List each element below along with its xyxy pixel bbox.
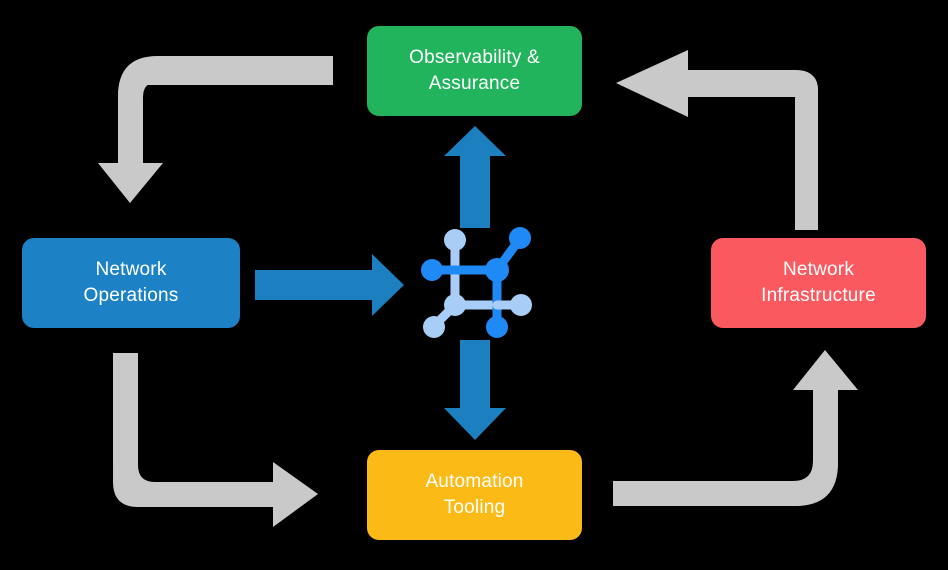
node-box-automation-tooling[interactable]: Automation Tooling (367, 450, 582, 540)
node-label-observability: Observability & Assurance (409, 47, 540, 94)
arrow-operations-to-automation-group (113, 353, 318, 527)
arrow-center-to-automation (444, 340, 506, 440)
arrow-center-to-observability (444, 126, 506, 228)
node-label-automation-tooling: Automation Tooling (425, 471, 524, 518)
arrow-observability-to-operations-group (98, 56, 333, 203)
node-box-observability[interactable]: Observability & Assurance (367, 26, 582, 116)
node-label-network-infrastructure: Network Infrastructure (761, 259, 876, 306)
arrow-operations-to-center (255, 254, 404, 316)
arrow-automation-to-infrastructure-group (613, 350, 858, 506)
network-topology-icon-glyph (421, 227, 532, 338)
node-label-network-operations: Network Operations (83, 259, 179, 306)
arrow-infrastructure-to-observability-group (616, 50, 818, 230)
node-box-network-operations[interactable]: Network Operations (22, 238, 240, 328)
node-box-network-infrastructure[interactable]: Network Infrastructure (711, 238, 926, 328)
